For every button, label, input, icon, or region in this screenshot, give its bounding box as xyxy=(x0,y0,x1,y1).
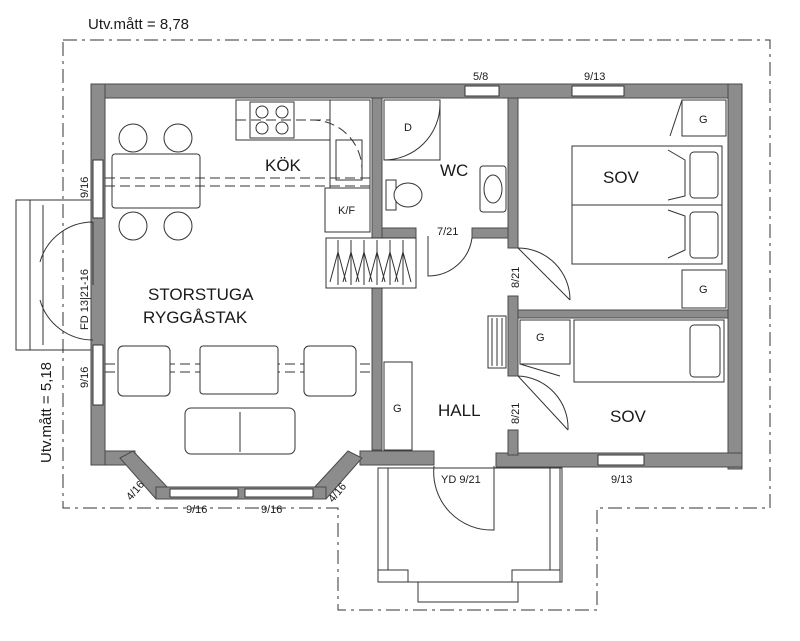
bed1-door-swing xyxy=(517,247,571,301)
door-label: 7/21 xyxy=(437,226,458,238)
left-door-swing xyxy=(39,221,94,341)
wc-fixtures xyxy=(383,99,507,213)
bed2-door-swing xyxy=(517,375,569,431)
wardrobe-label: G xyxy=(536,332,545,344)
kitchen-swing xyxy=(309,119,363,171)
room-label-kitchen: KÖK xyxy=(265,156,302,175)
room-label-wc: WC xyxy=(440,161,468,180)
room-label-bedroom-2: SOV xyxy=(610,407,647,426)
wc-door-swing xyxy=(427,236,473,277)
sofa-group xyxy=(117,345,357,455)
window-label: 9/16 xyxy=(79,367,91,388)
depth-dimension-label: Utv.mått = 5,18 xyxy=(38,362,55,463)
staircase xyxy=(325,237,417,289)
width-dimension-label: Utv.mått = 8,78 xyxy=(88,16,189,33)
window-label: 9/16 xyxy=(79,177,91,198)
door-label: 8/21 xyxy=(510,267,522,288)
window-label: 9/13 xyxy=(611,474,632,486)
wardrobe-label: G xyxy=(699,114,708,126)
door-label: YD 9/21 xyxy=(441,474,481,486)
bedroom-1-furniture xyxy=(571,99,727,309)
room-label-living-1: STORSTUGA xyxy=(148,285,254,304)
window-label: 9/13 xyxy=(584,71,605,83)
fridge-freezer-label: K/F xyxy=(338,205,355,217)
bedroom-2-furniture xyxy=(519,319,725,383)
beam-lines xyxy=(105,119,372,373)
roof-outline xyxy=(62,39,771,611)
room-label-bedroom-1: SOV xyxy=(603,168,640,187)
room-label-hall: HALL xyxy=(438,401,481,420)
door-label: FD 13|21-16 xyxy=(79,269,91,330)
window-label: 9/16 xyxy=(261,504,282,516)
window-label: 5/8 xyxy=(473,71,488,83)
windows xyxy=(92,85,645,498)
shower-label: D xyxy=(404,122,412,134)
window-label: 9/16 xyxy=(186,504,207,516)
hall-fixtures xyxy=(383,315,507,451)
dining-set xyxy=(111,123,201,241)
left-porch-outline xyxy=(15,199,92,351)
wardrobe-label: G xyxy=(699,284,708,296)
entry-porch xyxy=(377,465,563,603)
wardrobe-label: G xyxy=(393,403,402,415)
door-label: 8/21 xyxy=(510,403,522,424)
room-label-living-2: RYGGÅSTAK xyxy=(143,308,248,327)
